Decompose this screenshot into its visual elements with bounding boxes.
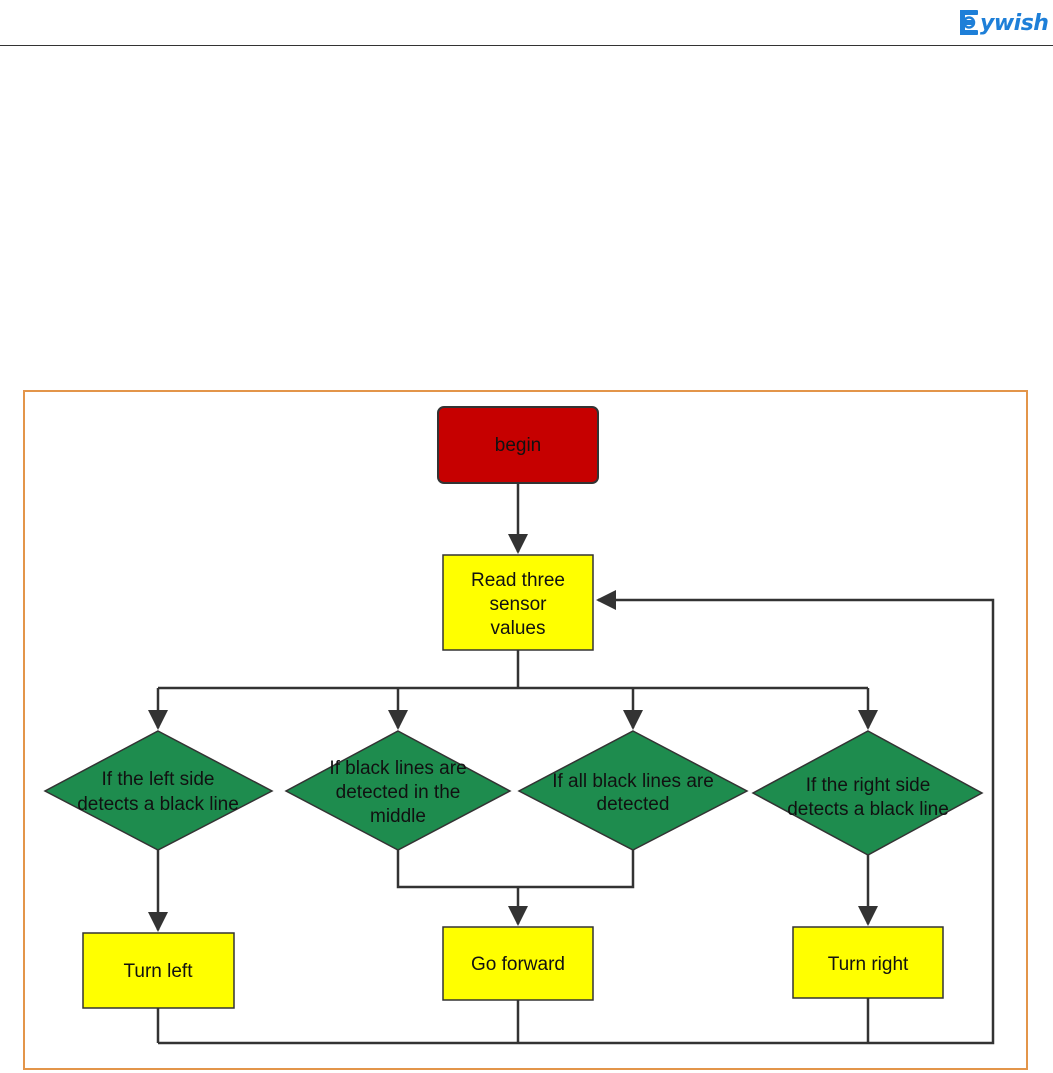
decision-all: If all black lines are detected bbox=[517, 730, 749, 851]
node-go-forward: Go forward bbox=[442, 926, 594, 1001]
decision-all-label-line-2: detected bbox=[597, 794, 670, 815]
read-sensors-label-line-3: values bbox=[491, 618, 546, 639]
decision-right-side: If the right side detects a black line bbox=[751, 730, 984, 856]
go-forward-label: Go forward bbox=[471, 954, 565, 975]
begin-label: begin bbox=[495, 435, 542, 456]
decision-middle-label-line-3: middle bbox=[370, 806, 426, 827]
read-sensors-shape bbox=[442, 554, 594, 651]
turn-left-label: Turn left bbox=[124, 961, 194, 982]
turn-left-shape bbox=[82, 932, 235, 1009]
decision-right-side-label-line-1: If the right side bbox=[806, 775, 931, 796]
logo-text: ywish bbox=[980, 10, 1049, 36]
company-logo: ywish bbox=[958, 4, 1049, 42]
gear-icon bbox=[960, 10, 978, 35]
decision-left-side-shape bbox=[43, 730, 274, 851]
decision-middle: If black lines are detected in the middl… bbox=[284, 730, 512, 851]
decision-all-label-line-1: If all black lines are bbox=[552, 771, 714, 792]
decision-right-side-shape bbox=[751, 730, 984, 856]
decision-middle-label-line-2: detected in the bbox=[336, 782, 461, 803]
connector-merge bbox=[396, 850, 635, 889]
connectors bbox=[148, 483, 995, 1045]
connector-loop-back bbox=[158, 590, 995, 1045]
header-divider bbox=[0, 45, 1053, 46]
go-forward-shape bbox=[442, 926, 594, 1001]
turn-right-label: Turn right bbox=[828, 954, 909, 975]
decision-right-side-label-line-2: detects a black line bbox=[787, 799, 949, 820]
decision-left-side-label-line-2: detects a black line bbox=[77, 794, 239, 815]
read-sensors-label-line-1: Read three bbox=[471, 570, 565, 591]
node-turn-left: Turn left bbox=[82, 932, 235, 1009]
begin-shape bbox=[437, 406, 599, 484]
decision-all-shape bbox=[517, 730, 749, 851]
read-sensors-label-line-2: sensor bbox=[489, 594, 547, 615]
decision-middle-shape bbox=[284, 730, 512, 851]
decision-left-side-label-line-1: If the left side bbox=[101, 769, 214, 790]
decision-middle-label-line-1: If black lines are bbox=[329, 758, 466, 779]
turn-right-shape bbox=[792, 926, 944, 999]
flowchart-frame bbox=[23, 390, 1028, 1070]
node-turn-right: Turn right bbox=[792, 926, 944, 999]
node-begin: begin bbox=[437, 406, 599, 484]
decision-left-side: If the left side detects a black line bbox=[43, 730, 274, 851]
node-read-sensors: Read three sensor values bbox=[442, 554, 594, 651]
